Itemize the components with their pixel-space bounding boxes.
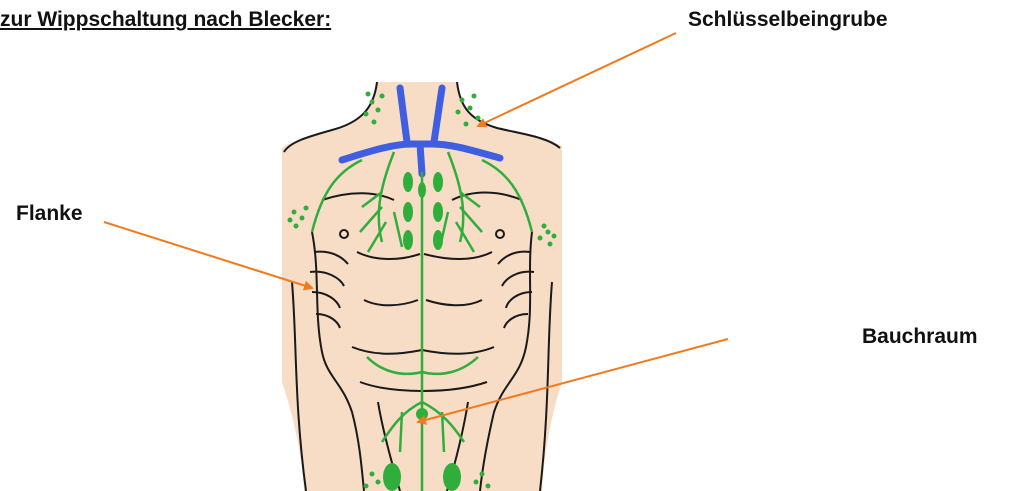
- arrow-flanke: [104, 222, 312, 288]
- label-schluesselbeingrube: Schlüsselbeingrube: [688, 8, 888, 32]
- label-bauchraum: Bauchraum: [862, 325, 978, 349]
- label-flanke: Flanke: [16, 202, 83, 226]
- page-heading: zur Wippschaltung nach Blecker:: [0, 8, 331, 32]
- torso-lymph-illustration: [282, 82, 562, 491]
